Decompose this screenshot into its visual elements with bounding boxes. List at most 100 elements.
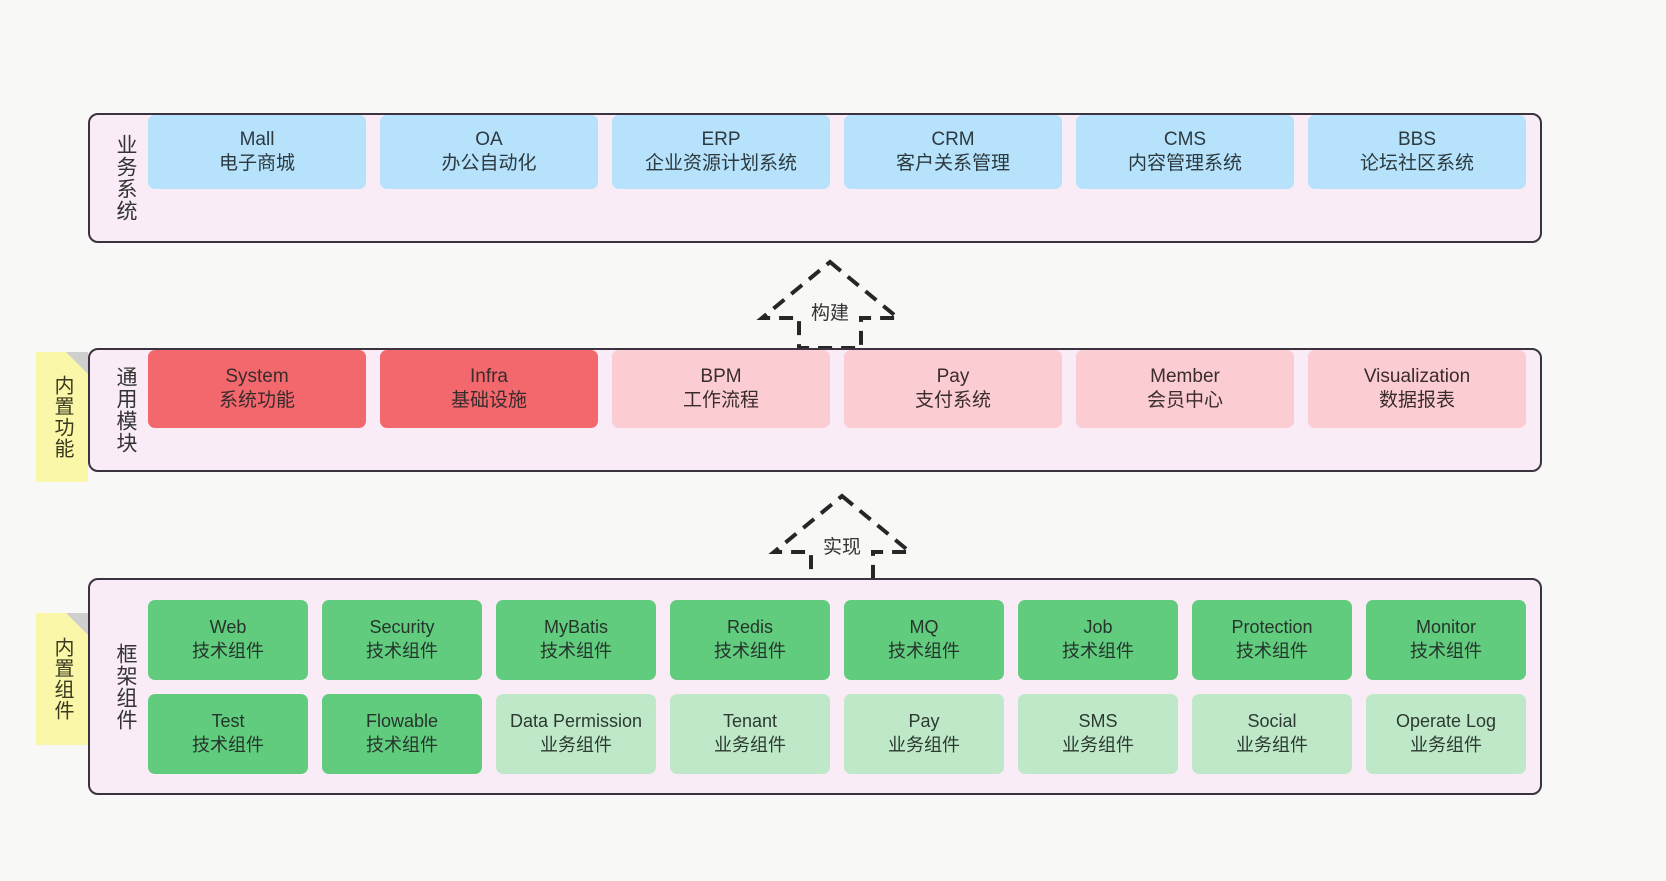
card-cms[interactable]: CMS 内容管理系统 — [1076, 115, 1294, 189]
layer-business-systems: 业务系统 Mall 电子商城 OA 办公自动化 ERP 企业资源计划系统 CRM… — [88, 113, 1542, 243]
card-mq-name: MQ — [909, 617, 939, 638]
card-flowable[interactable]: Flowable 技术组件 — [322, 693, 482, 774]
common-modules-card-list: System 系统功能 Infra 基础设施 BPM 工作流程 Pay 支付系统… — [144, 350, 1540, 470]
card-visualization[interactable]: Visualization 数据报表 — [1308, 350, 1526, 428]
card-operate-log-desc: 业务组件 — [1410, 734, 1482, 755]
sticky-note-builtin-features-label: 内置功能 — [51, 375, 73, 459]
card-pay-module-desc: 支付系统 — [914, 390, 991, 411]
card-member[interactable]: Member 会员中心 — [1076, 350, 1294, 428]
card-mq[interactable]: MQ 技术组件 — [844, 599, 1004, 680]
card-pay-module[interactable]: Pay 支付系统 — [844, 350, 1062, 428]
card-visualization-name: Visualization — [1363, 365, 1471, 387]
card-web[interactable]: Web 技术组件 — [148, 599, 308, 680]
card-data-permission-name: Data Permission — [509, 711, 643, 732]
card-tenant-name: Tenant — [722, 711, 778, 732]
card-job[interactable]: Job 技术组件 — [1018, 599, 1178, 680]
arrow-build-label: 构建 — [810, 303, 849, 324]
card-erp-name: ERP — [701, 128, 741, 150]
card-flowable-name: Flowable — [365, 711, 439, 732]
card-bpm-desc: 工作流程 — [682, 390, 759, 411]
card-mall[interactable]: Mall 电子商城 — [148, 115, 366, 189]
card-sms[interactable]: SMS 业务组件 — [1018, 693, 1178, 774]
card-operate-log-name: Operate Log — [1395, 711, 1497, 732]
card-security[interactable]: Security 技术组件 — [322, 599, 482, 680]
card-mybatis-desc: 技术组件 — [540, 640, 612, 661]
sticky-note-builtin-features: 内置功能 — [36, 352, 88, 482]
card-data-permission[interactable]: Data Permission 业务组件 — [496, 693, 656, 774]
card-social[interactable]: Social 业务组件 — [1192, 693, 1352, 774]
card-mall-name: Mall — [239, 128, 275, 150]
card-mall-desc: 电子商城 — [218, 153, 295, 174]
business-systems-card-list: Mall 电子商城 OA 办公自动化 ERP 企业资源计划系统 CRM 客户关系… — [144, 115, 1540, 241]
card-monitor-name: Monitor — [1415, 617, 1477, 638]
card-bbs-desc: 论坛社区系统 — [1359, 153, 1474, 174]
card-infra-name: Infra — [469, 365, 509, 387]
card-crm-name: CRM — [931, 128, 975, 150]
card-web-name: Web — [209, 617, 247, 638]
card-test-desc: 技术组件 — [192, 734, 264, 755]
card-bbs[interactable]: BBS 论坛社区系统 — [1308, 115, 1526, 189]
layer-common-modules: 通用模块 System 系统功能 Infra 基础设施 BPM 工作流程 Pay… — [88, 348, 1542, 472]
card-pay-component-name: Pay — [908, 711, 940, 732]
card-web-desc: 技术组件 — [192, 640, 264, 661]
card-mybatis[interactable]: MyBatis 技术组件 — [496, 599, 656, 680]
card-data-permission-desc: 业务组件 — [540, 734, 612, 755]
card-sms-name: SMS — [1078, 711, 1118, 732]
card-security-desc: 技术组件 — [366, 640, 438, 661]
sticky-fold-corner-icon — [66, 352, 88, 374]
card-redis-desc: 技术组件 — [714, 640, 786, 661]
card-security-name: Security — [369, 617, 435, 638]
card-operate-log[interactable]: Operate Log 业务组件 — [1366, 693, 1526, 774]
card-protection[interactable]: Protection 技术组件 — [1192, 599, 1352, 680]
card-bbs-name: BBS — [1397, 128, 1437, 150]
card-test-name: Test — [211, 711, 245, 732]
card-social-name: Social — [1247, 711, 1297, 732]
card-erp-desc: 企业资源计划系统 — [644, 153, 797, 174]
card-visualization-desc: 数据报表 — [1378, 390, 1455, 411]
card-system[interactable]: System 系统功能 — [148, 350, 366, 428]
card-job-name: Job — [1083, 617, 1113, 638]
card-pay-component-desc: 业务组件 — [888, 734, 960, 755]
card-job-desc: 技术组件 — [1062, 640, 1134, 661]
card-crm[interactable]: CRM 客户关系管理 — [844, 115, 1062, 189]
card-pay-module-name: Pay — [936, 365, 970, 387]
card-oa-name: OA — [475, 128, 503, 150]
sticky-note-builtin-components-label: 内置组件 — [51, 637, 73, 721]
card-system-desc: 系统功能 — [218, 390, 295, 411]
card-monitor[interactable]: Monitor 技术组件 — [1366, 599, 1526, 680]
card-monitor-desc: 技术组件 — [1410, 640, 1482, 661]
card-bpm-name: BPM — [700, 365, 742, 387]
layer-title-business-systems: 业务系统 — [114, 134, 137, 222]
layer-title-framework-components: 框架组件 — [114, 642, 137, 731]
card-oa-desc: 办公自动化 — [441, 153, 537, 174]
sticky-fold-corner-icon — [66, 613, 88, 635]
card-redis[interactable]: Redis 技术组件 — [670, 599, 830, 680]
card-member-name: Member — [1150, 365, 1220, 387]
card-erp[interactable]: ERP 企业资源计划系统 — [612, 115, 830, 189]
card-flowable-desc: 技术组件 — [366, 734, 438, 755]
framework-components-card-grid: Web 技术组件 Security 技术组件 MyBatis 技术组件 Redi… — [144, 580, 1540, 793]
card-bpm[interactable]: BPM 工作流程 — [612, 350, 830, 428]
card-crm-desc: 客户关系管理 — [895, 153, 1010, 174]
card-tenant-desc: 业务组件 — [714, 734, 786, 755]
card-test[interactable]: Test 技术组件 — [148, 693, 308, 774]
card-protection-desc: 技术组件 — [1236, 640, 1308, 661]
card-system-name: System — [225, 365, 289, 387]
card-sms-desc: 业务组件 — [1062, 734, 1134, 755]
card-mq-desc: 技术组件 — [888, 640, 960, 661]
layer-framework-components: 框架组件 Web 技术组件 Security 技术组件 MyBatis 技术组件… — [88, 578, 1542, 795]
card-cms-name: CMS — [1163, 128, 1207, 150]
card-oa[interactable]: OA 办公自动化 — [380, 115, 598, 189]
card-cms-desc: 内容管理系统 — [1127, 153, 1242, 174]
card-infra[interactable]: Infra 基础设施 — [380, 350, 598, 428]
layer-title-common-modules: 通用模块 — [114, 366, 137, 454]
card-social-desc: 业务组件 — [1236, 734, 1308, 755]
arrow-build-up: 构建 — [755, 256, 905, 352]
arrow-implement-label: 实现 — [822, 537, 861, 558]
card-tenant[interactable]: Tenant 业务组件 — [670, 693, 830, 774]
card-protection-name: Protection — [1231, 617, 1313, 638]
card-mybatis-name: MyBatis — [543, 617, 608, 638]
card-pay-component[interactable]: Pay 业务组件 — [844, 693, 1004, 774]
card-redis-name: Redis — [726, 617, 774, 638]
